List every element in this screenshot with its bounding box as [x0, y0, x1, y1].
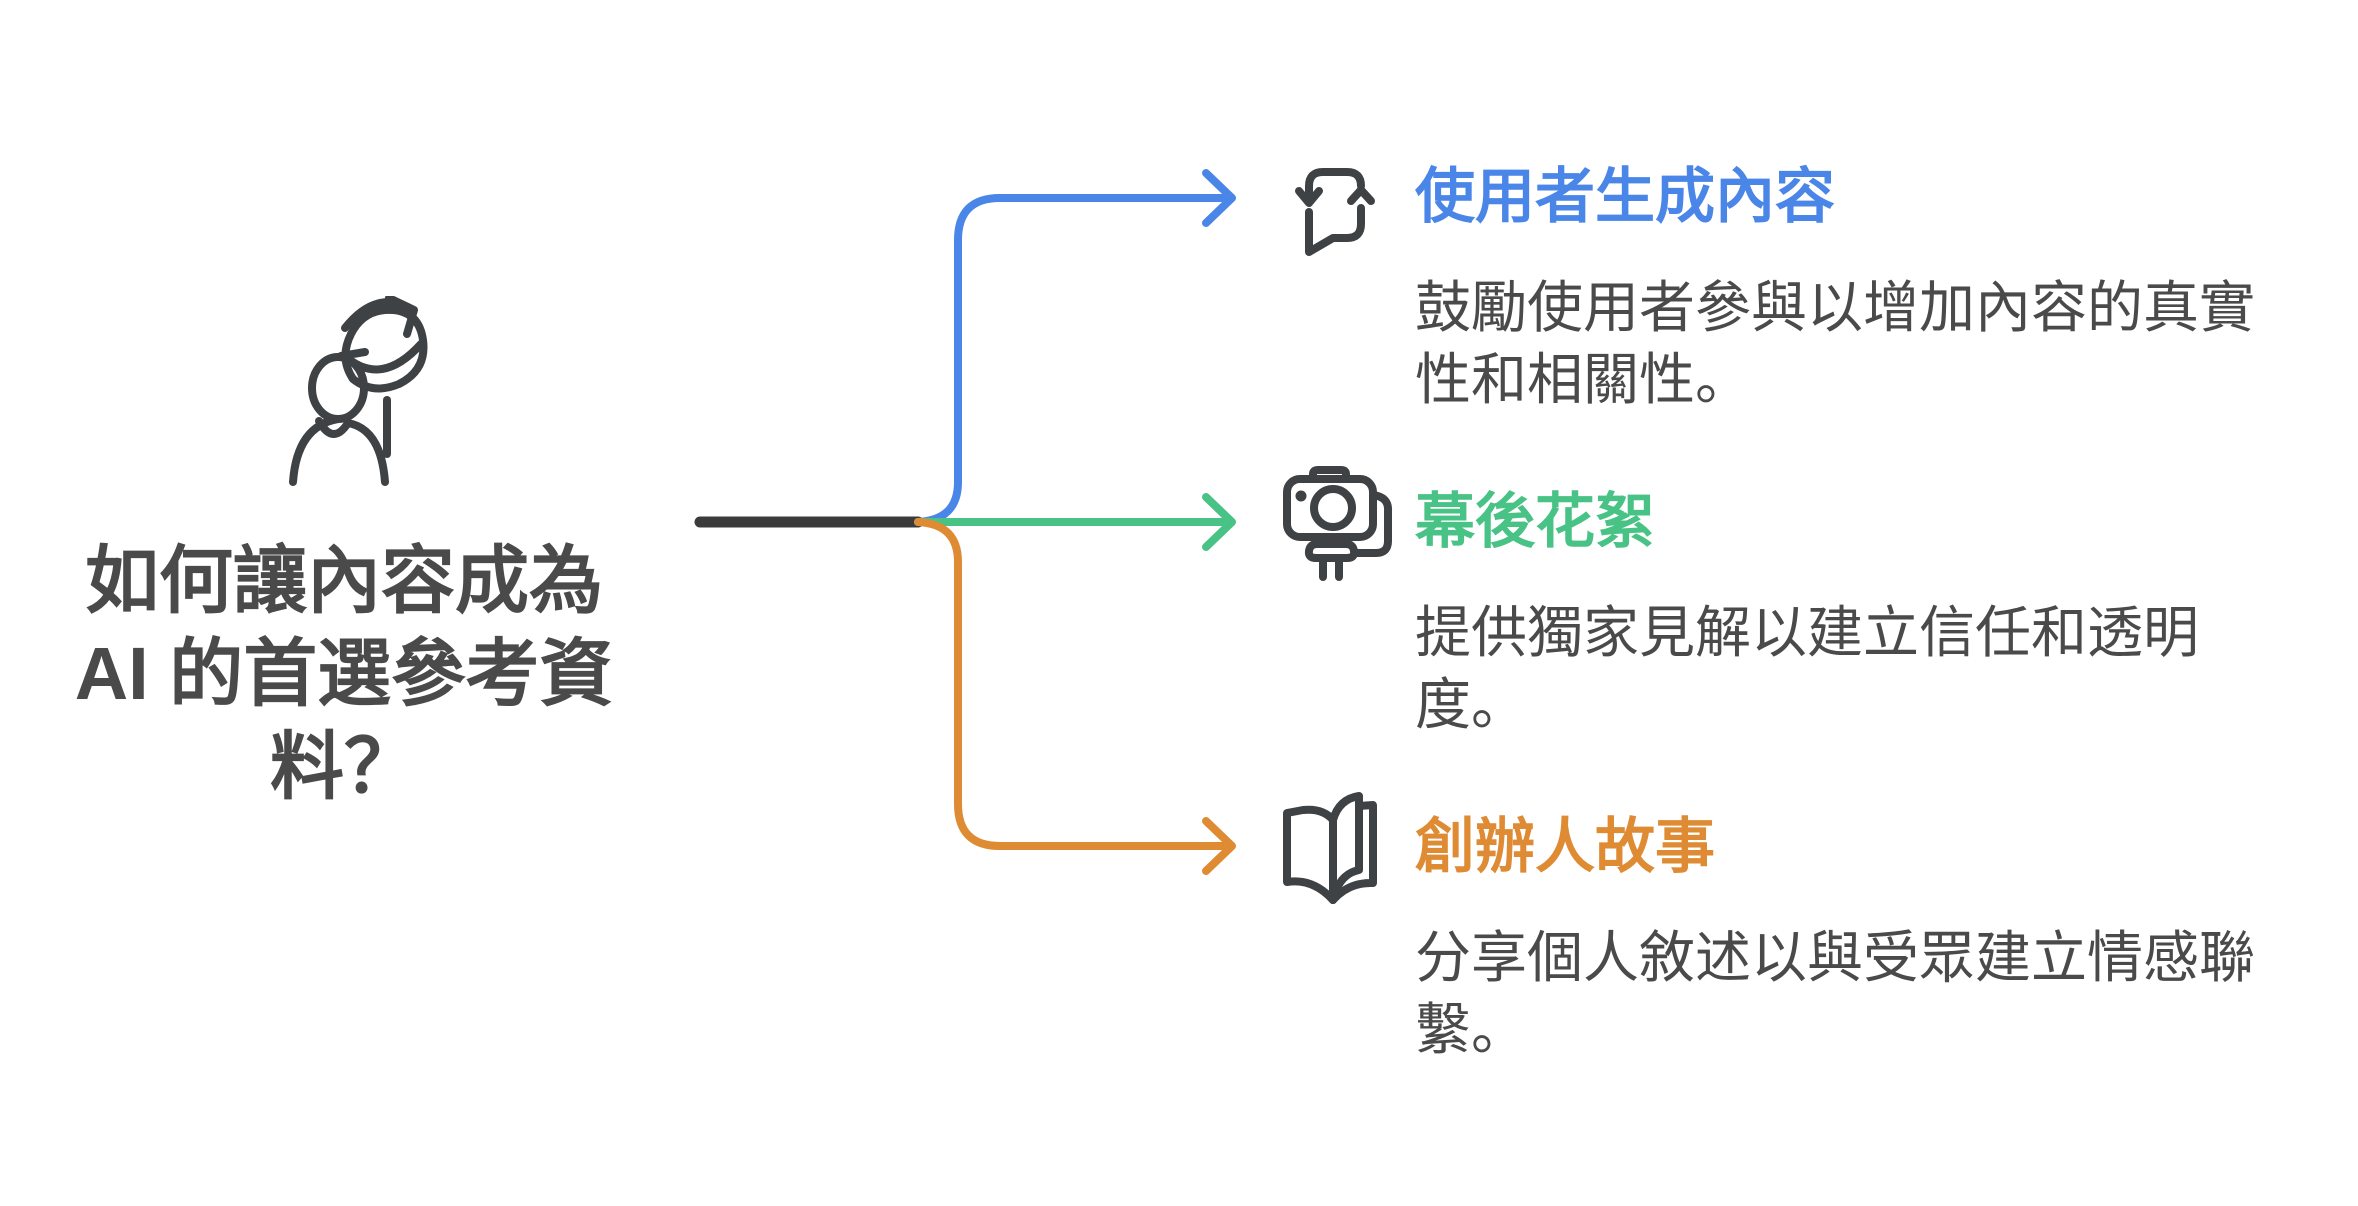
branch-title: 創辦人故事	[1415, 813, 1715, 880]
branch-user-generated-content: 使用者生成內容 鼓勵使用者參與以增加內容的真實性和相關性。	[1277, 140, 2297, 440]
person-with-globe-icon	[289, 296, 428, 486]
arrowhead-icon	[1202, 169, 1236, 227]
arrowhead-icon	[1202, 493, 1236, 551]
video-camera-icon	[1283, 466, 1393, 581]
branch-title: 幕後花絮	[1415, 488, 1655, 555]
branch-founder-story: 創辦人故事 分享個人敘述以與受眾建立情感聯繫。	[1277, 790, 2297, 1090]
connector-user-generated-content	[914, 169, 1236, 526]
root-title: 如何讓內容成為 AI 的首選參考資料？	[74, 539, 614, 808]
connector-behind-the-scenes	[914, 493, 1236, 551]
branch-title: 使用者生成內容	[1415, 163, 1835, 230]
connector-founder-story	[914, 518, 1236, 875]
branch-line	[914, 518, 1234, 850]
root-node: 如何讓內容成為 AI 的首選參考資料？	[58, 296, 630, 813]
branch-line	[914, 194, 1234, 526]
branch-behind-the-scenes: 幕後花絮 提供獨家見解以建立信任和透明度。	[1277, 465, 2297, 765]
branch-description: 分享個人敘述以與受眾建立情感聯繫。	[1415, 926, 2255, 1061]
open-book-icon	[1283, 792, 1377, 904]
arrowhead-icon	[1202, 817, 1236, 875]
branch-description: 提供獨家見解以建立信任和透明度。	[1415, 601, 2199, 736]
branch-description: 鼓勵使用者參與以增加內容的真實性和相關性。	[1415, 276, 2255, 411]
message-repeat-icon	[1295, 168, 1375, 256]
